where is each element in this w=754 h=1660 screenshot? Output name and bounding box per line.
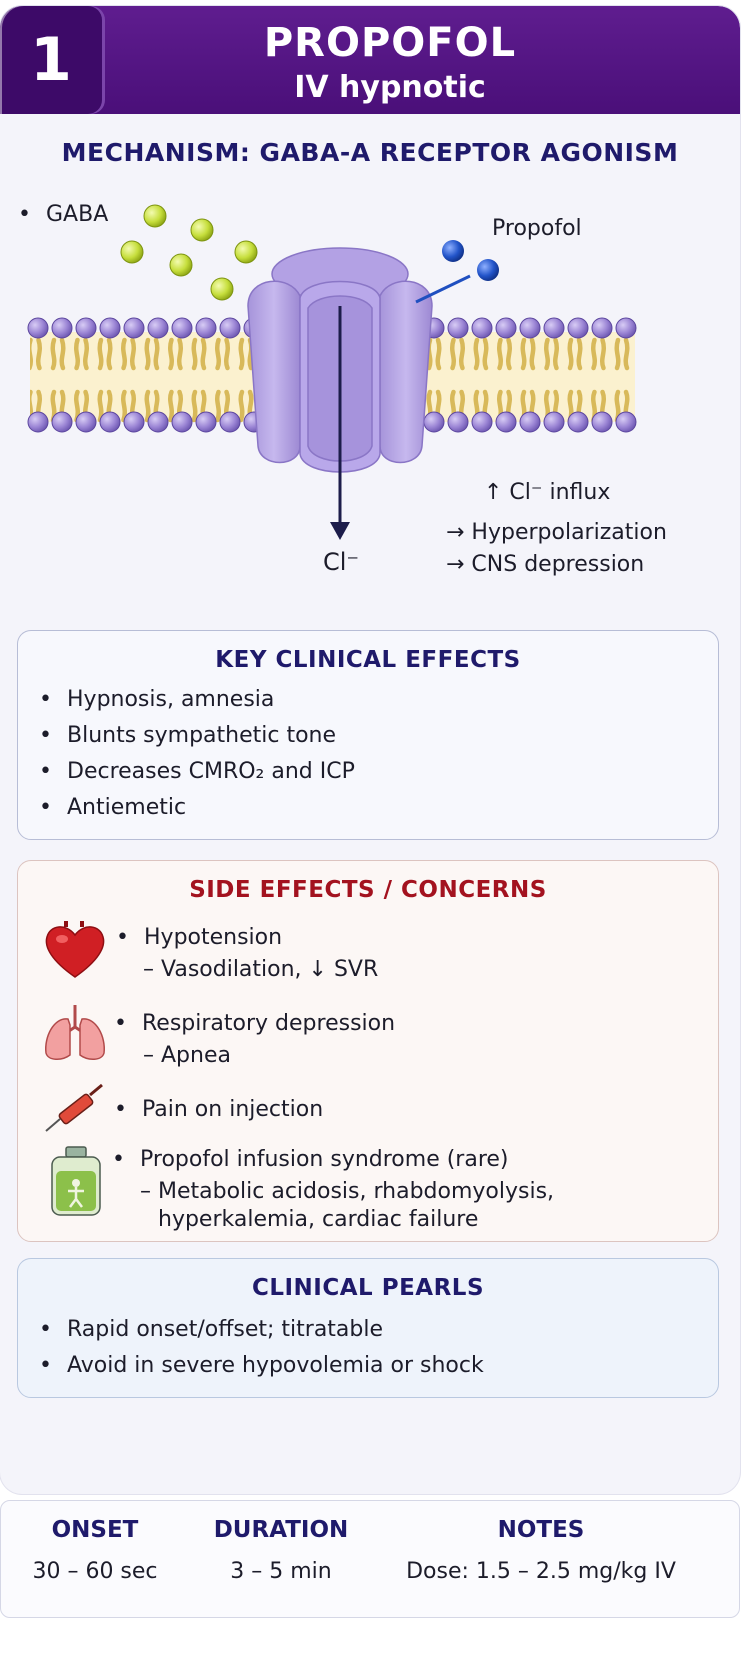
lungs-icon (45, 1005, 105, 1060)
side-effect-label: Respiratory depression (114, 1011, 395, 1036)
key-effect-item: Antiemetic (39, 795, 186, 820)
key-effect-item: Blunts sympathetic tone (39, 723, 336, 748)
key-effect-item: Decreases CMRO₂ and ICP (39, 759, 355, 784)
key-effects-title: KEY CLINICAL EFFECTS (215, 647, 521, 673)
propofol-molecule (415, 240, 499, 304)
mechanism-diagram (27, 204, 637, 540)
mechanism-title: MECHANISM: GABA-A RECEPTOR AGONISM (61, 138, 679, 167)
card-header: 1 PROPOFOL IV hypnotic (0, 6, 740, 114)
side-effect-detail: – Vasodilation, ↓ SVR (143, 957, 379, 982)
pearls-title: CLINICAL PEARLS (251, 1275, 485, 1301)
card-number: 1 (0, 6, 102, 114)
side-effects-box: SIDE EFFECTS / CONCERNS Hypotension – Va… (17, 860, 719, 1242)
drug-subtitle: IV hypnotic (294, 70, 486, 105)
gaba-label: GABA (18, 202, 108, 227)
gaba-molecules (120, 204, 258, 301)
pearls-box: CLINICAL PEARLS Rapid onset/offset; titr… (17, 1258, 719, 1398)
heart-icon (45, 921, 105, 978)
effect-cns-depression: → CNS depression (446, 552, 645, 577)
side-effect-label: Hypotension (116, 925, 282, 950)
side-effect-label: Propofol infusion syndrome (rare) (112, 1147, 508, 1172)
key-effect-item: Hypnosis, amnesia (39, 687, 274, 712)
notes-label: NOTES (497, 1517, 585, 1543)
side-effect-label: Pain on injection (114, 1097, 323, 1122)
syringe-icon (45, 1083, 103, 1132)
chloride-label: Cl⁻ (323, 548, 360, 576)
side-effects-title: SIDE EFFECTS / CONCERNS (189, 877, 547, 903)
drug-card: 1 PROPOFOL IV hypnotic MECHANISM: GABA-A… (0, 6, 740, 1494)
notes-value: Dose: 1.5 – 2.5 mg/kg IV (406, 1559, 676, 1584)
effect-hyperpolarization: → Hyperpolarization (446, 520, 667, 545)
key-effects-box: KEY CLINICAL EFFECTS Hypnosis, amnesia B… (17, 630, 719, 840)
side-effect-detail: – Apnea (143, 1043, 231, 1068)
effect-chloride-influx: ↑ Cl⁻ influx (484, 480, 611, 505)
duration-value: 3 – 5 min (230, 1559, 332, 1584)
drug-title: PROPOFOL (263, 20, 517, 66)
propofol-label: Propofol (492, 216, 582, 241)
side-effect-detail: hyperkalemia, cardiac failure (158, 1207, 479, 1232)
vial-icon (51, 1146, 101, 1216)
onset-label: ONSET (51, 1517, 139, 1543)
summary-table: ONSET 30 – 60 sec DURATION 3 – 5 min NOT… (0, 1500, 740, 1618)
pearl-item: Avoid in severe hypovolemia or shock (39, 1353, 484, 1378)
side-effect-detail: – Metabolic acidosis, rhabdomyolysis, (140, 1179, 555, 1204)
pearl-item: Rapid onset/offset; titratable (39, 1317, 383, 1342)
onset-value: 30 – 60 sec (32, 1559, 158, 1584)
duration-label: DURATION (213, 1517, 349, 1543)
